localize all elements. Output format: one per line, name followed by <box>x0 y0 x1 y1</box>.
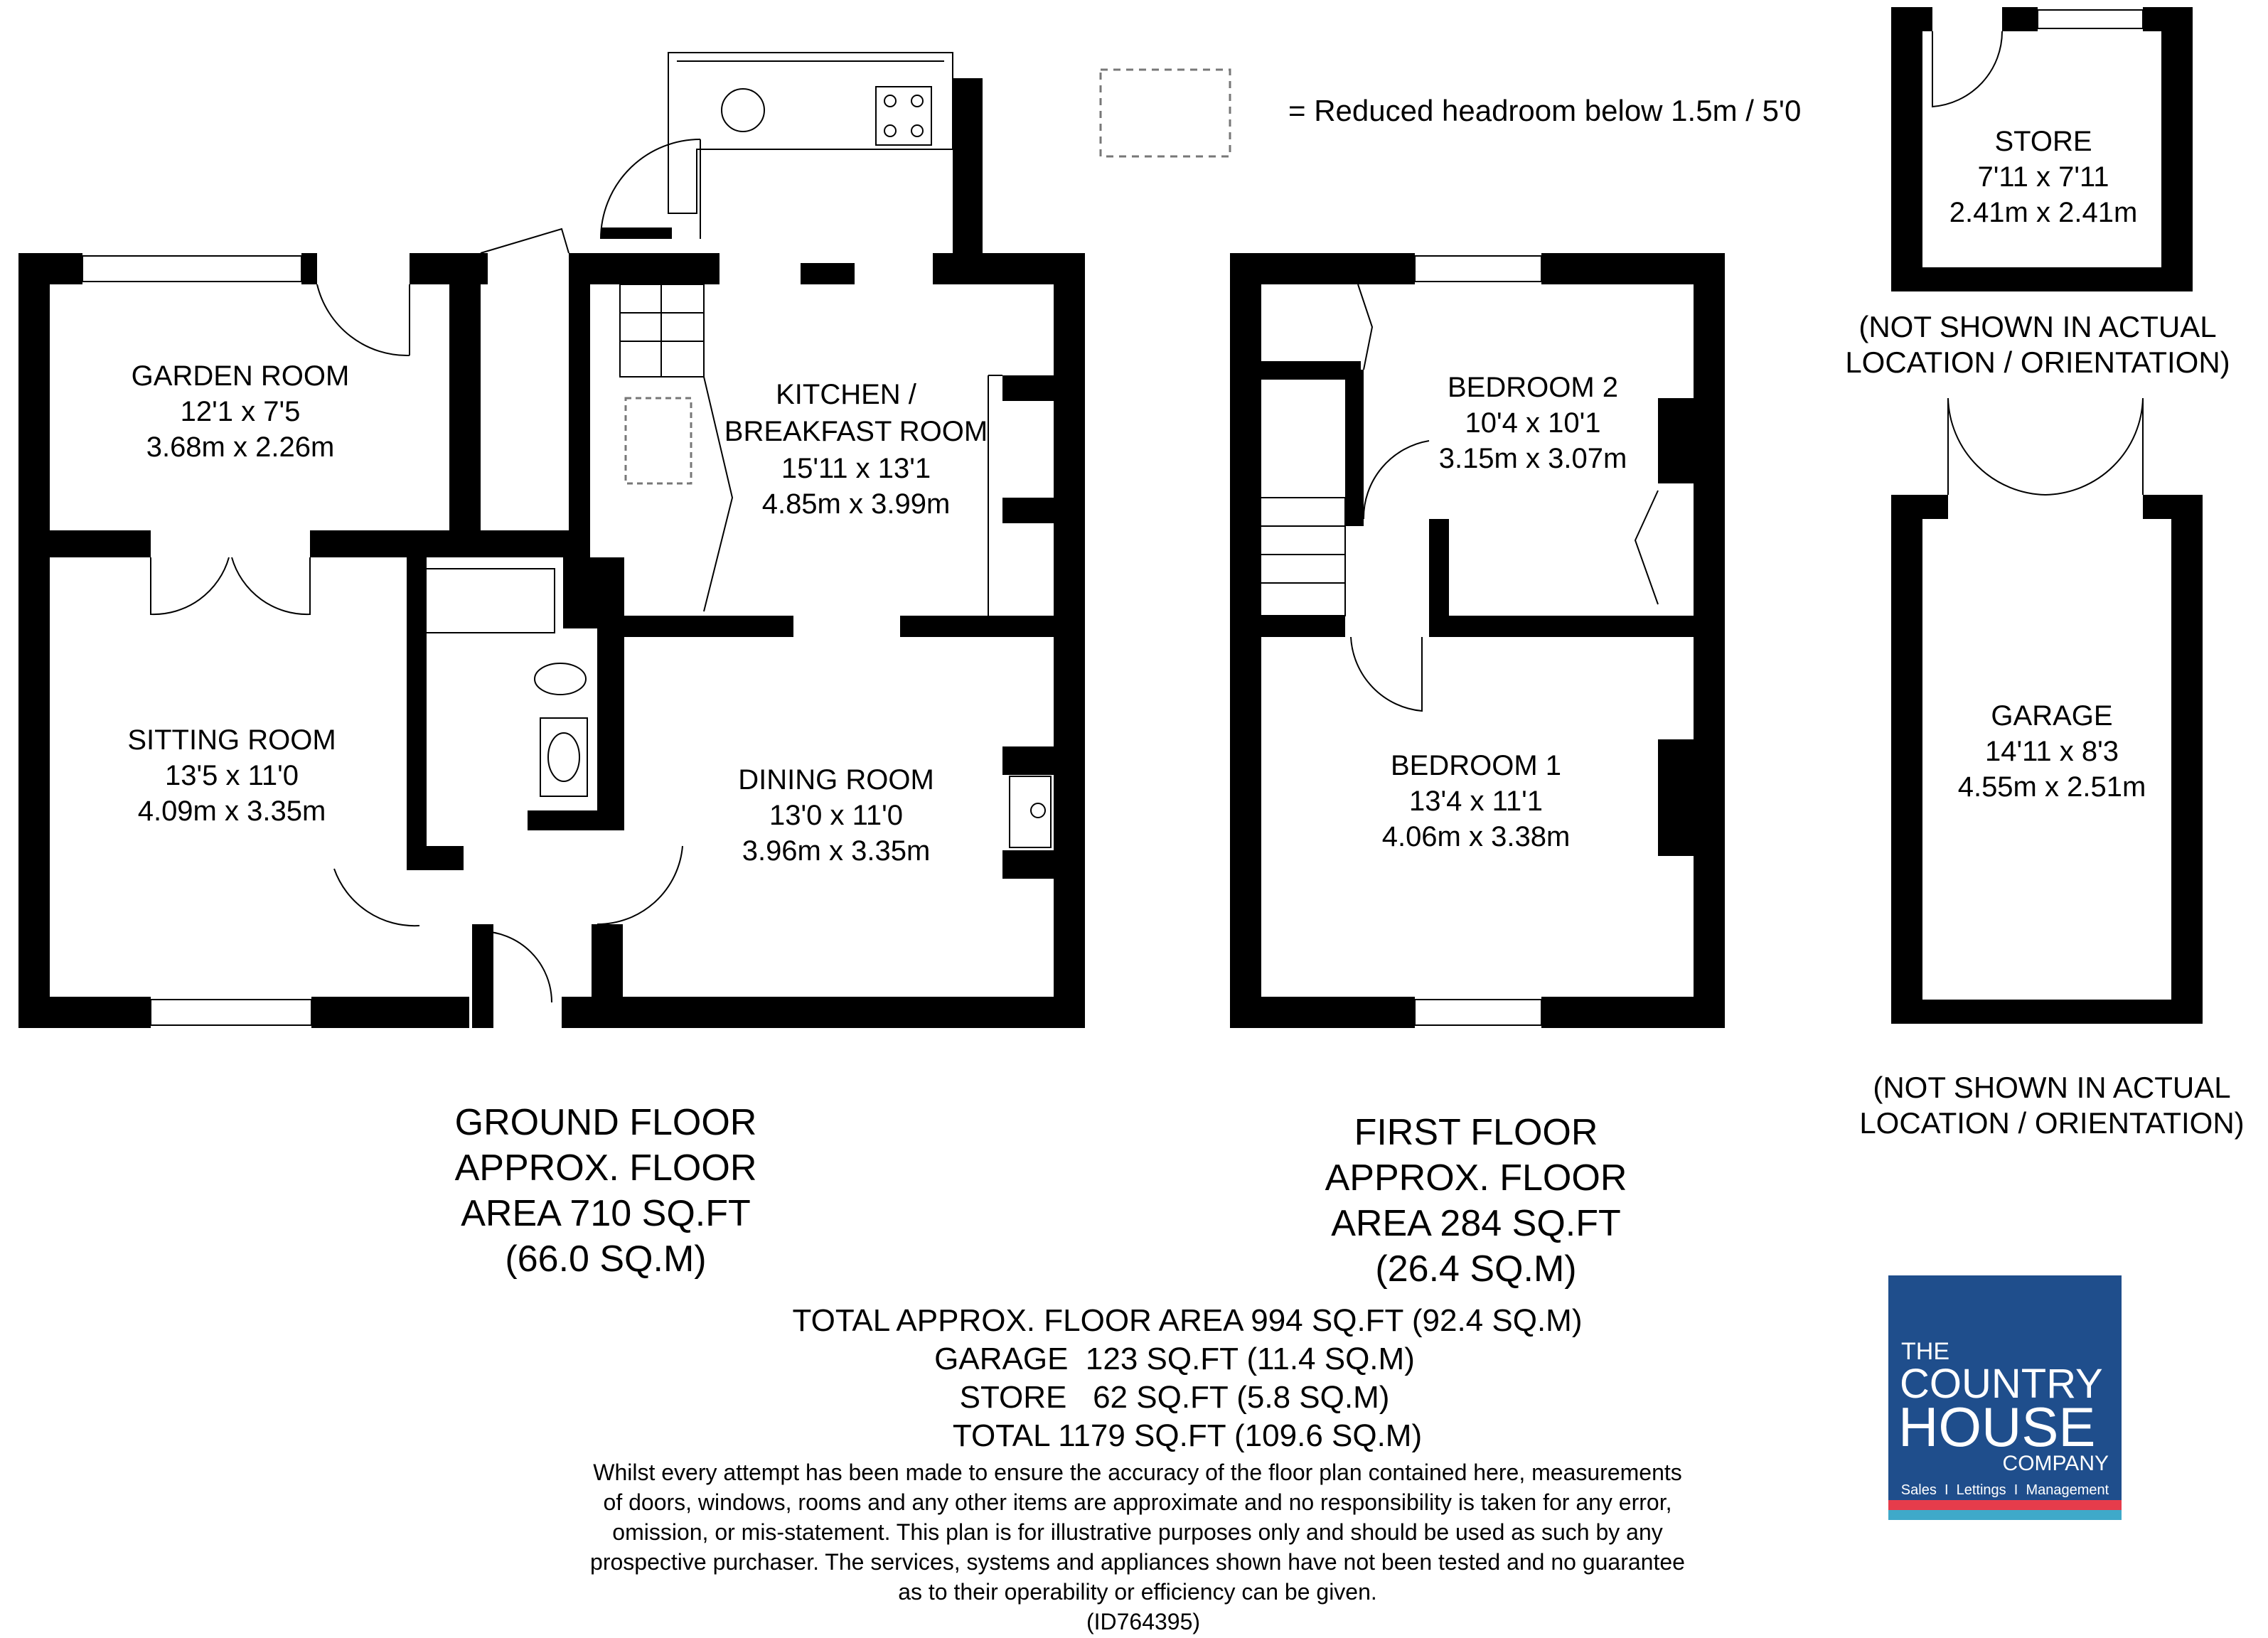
floor-area-labels: GROUND FLOOR APPROX. FLOOR AREA 710 SQ.F… <box>455 1102 1627 1290</box>
grand-total-area: TOTAL 1179 SQ.FT (109.6 SQ.M) <box>953 1418 1422 1453</box>
ground-floor-plan <box>18 52 1085 1028</box>
garden-room-metric: 3.68m x 2.26m <box>146 432 335 463</box>
garage-note-line-2: LOCATION / ORIENTATION) <box>1859 1106 2244 1140</box>
garden-room-imperial: 12'1 x 7'5 <box>181 396 301 427</box>
store-imperial: 7'11 x 7'11 <box>1977 161 2109 193</box>
kitchen-name-1: KITCHEN / <box>776 379 917 410</box>
company-logo: THE COUNTRY HOUSE COMPANY Sales I Lettin… <box>1888 1275 2122 1520</box>
sitting-room-metric: 4.09m x 3.35m <box>138 796 326 827</box>
kitchen-name-2: BREAKFAST ROOM <box>724 416 988 447</box>
first-floor-plan <box>1230 253 1725 1028</box>
disclaimer-line-3: omission, or mis-statement. This plan is… <box>612 1519 1662 1545</box>
area-totals: TOTAL APPROX. FLOOR AREA 994 SQ.FT (92.4… <box>793 1303 1583 1453</box>
garage-note-line-1: (NOT SHOWN IN ACTUAL <box>1873 1071 2230 1104</box>
first-floor-label-1: FIRST FLOOR <box>1354 1112 1598 1153</box>
total-approx-area: TOTAL APPROX. FLOOR AREA 994 SQ.FT (92.4… <box>793 1303 1583 1338</box>
logo-the: THE <box>1901 1338 1949 1365</box>
sitting-room-name: SITTING ROOM <box>127 724 336 756</box>
bedroom-2-name: BEDROOM 2 <box>1448 372 1618 403</box>
kitchen-metric: 4.85m x 3.99m <box>762 488 951 520</box>
bedroom-1-imperial: 13'4 x 11'1 <box>1409 786 1543 817</box>
ground-floor-label-4: (66.0 SQ.M) <box>505 1238 706 1280</box>
store-name: STORE <box>1994 126 2092 157</box>
bedroom-2-imperial: 10'4 x 10'1 <box>1465 407 1601 439</box>
ground-floor-label-3: AREA 710 SQ.FT <box>461 1193 751 1234</box>
disclaimer: Whilst every attempt has been made to en… <box>590 1460 1685 1634</box>
plan-id: (ID764395) <box>1086 1609 1200 1634</box>
first-floor-label-2: APPROX. FLOOR <box>1325 1157 1627 1199</box>
garage-imperial: 14'11 x 8'3 <box>1985 736 2119 767</box>
reduced-headroom-swatch <box>1099 68 1231 158</box>
legend-text: = Reduced headroom below 1.5m / 5'0 <box>1288 94 1801 127</box>
bedroom-2-metric: 3.15m x 3.07m <box>1439 443 1627 474</box>
logo-house: HOUSE <box>1898 1396 2095 1458</box>
garage-name: GARAGE <box>1991 700 2112 732</box>
logo-tagline: Sales I Lettings I Management <box>1901 1482 2109 1498</box>
first-floor-label-4: (26.4 SQ.M) <box>1375 1248 1576 1290</box>
logo-company: COMPANY <box>2003 1452 2109 1475</box>
bedroom-1-metric: 4.06m x 3.38m <box>1382 821 1571 852</box>
kitchen-imperial: 15'11 x 13'1 <box>781 453 931 484</box>
bedroom-1-name: BEDROOM 1 <box>1391 750 1561 781</box>
room-labels: GARDEN ROOM 12'1 x 7'5 3.68m x 2.26m KIT… <box>127 126 2244 1140</box>
first-floor-label-3: AREA 284 SQ.FT <box>1331 1203 1621 1244</box>
store-note-line-1: (NOT SHOWN IN ACTUAL <box>1858 310 2216 343</box>
disclaimer-line-2: of doors, windows, rooms and any other i… <box>604 1489 1672 1515</box>
logo-country: COUNTRY <box>1900 1361 2103 1407</box>
ground-floor-label-2: APPROX. FLOOR <box>455 1147 757 1189</box>
store-note-line-2: LOCATION / ORIENTATION) <box>1845 346 2230 379</box>
ground-floor-label-1: GROUND FLOOR <box>455 1102 757 1143</box>
disclaimer-line-5: as to their operability or efficiency ca… <box>898 1579 1377 1605</box>
garage-metric: 4.55m x 2.51m <box>1958 771 2146 803</box>
garage-area: GARAGE 123 SQ.FT (11.4 SQ.M) <box>934 1342 1415 1376</box>
dining-room-metric: 3.96m x 3.35m <box>742 835 931 867</box>
disclaimer-line-1: Whilst every attempt has been made to en… <box>593 1460 1682 1485</box>
garden-room-name: GARDEN ROOM <box>132 360 350 392</box>
store-plan <box>1891 7 2193 291</box>
sitting-room-imperial: 13'5 x 11'0 <box>165 760 299 791</box>
garage-plan <box>1891 397 2203 1024</box>
disclaimer-line-4: prospective purchaser. The services, sys… <box>590 1549 1685 1575</box>
dining-room-imperial: 13'0 x 11'0 <box>769 800 903 831</box>
store-area: STORE 62 SQ.FT (5.8 SQ.M) <box>960 1380 1390 1415</box>
dining-room-name: DINING ROOM <box>738 764 934 796</box>
store-metric: 2.41m x 2.41m <box>1949 197 2138 228</box>
